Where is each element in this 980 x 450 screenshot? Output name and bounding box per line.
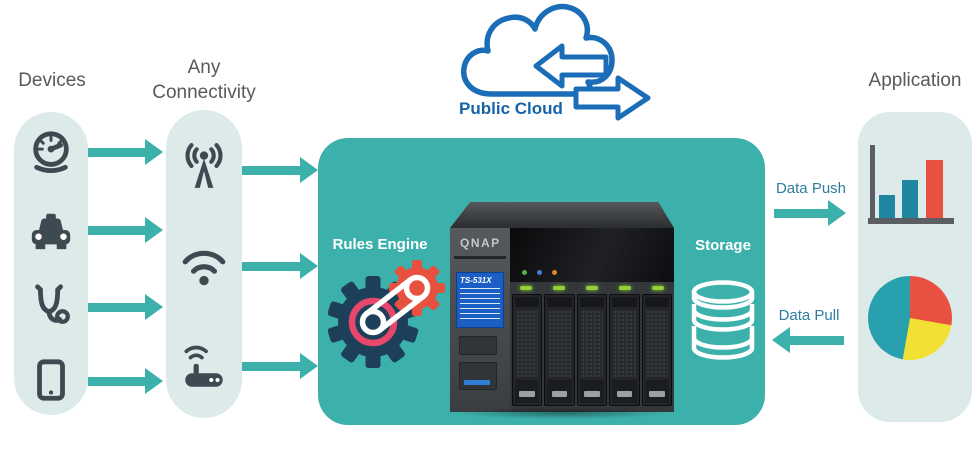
nas-device: QNAP TS-531X bbox=[450, 228, 674, 412]
arrow-connectivity-2 bbox=[242, 253, 318, 279]
arrow-devices-4 bbox=[88, 368, 163, 394]
application-heading: Application bbox=[868, 70, 962, 91]
stethoscope-icon bbox=[35, 284, 70, 324]
application-panel bbox=[858, 112, 972, 422]
public-cloud-label: Public Cloud bbox=[459, 99, 563, 118]
speedometer-icon bbox=[33, 131, 69, 174]
model-label: TS-531X bbox=[460, 276, 492, 285]
drive-bay bbox=[609, 294, 640, 406]
wifi-icon bbox=[182, 250, 226, 286]
drive-led-2 bbox=[553, 286, 565, 290]
drive-led-3 bbox=[586, 286, 598, 290]
smartphone-icon bbox=[37, 359, 65, 401]
bar-chart-icon bbox=[862, 140, 957, 230]
drive-bay bbox=[576, 294, 608, 406]
power-button bbox=[459, 336, 497, 355]
usb-port bbox=[464, 380, 490, 385]
public-cloud-icon bbox=[461, 4, 651, 121]
drive-bay bbox=[641, 294, 673, 406]
arrow-devices-3 bbox=[88, 294, 163, 320]
storage-label: Storage bbox=[695, 237, 751, 254]
arrow-devices-2 bbox=[88, 217, 163, 243]
nas-front-right-area bbox=[510, 228, 674, 412]
nas-front-left-column: QNAP TS-531X bbox=[450, 228, 510, 412]
arrow-devices-1 bbox=[88, 139, 163, 165]
nas-shadow bbox=[455, 407, 669, 419]
pie-chart-icon bbox=[868, 276, 952, 360]
drive-bay bbox=[544, 294, 575, 406]
drive-led-1 bbox=[520, 286, 532, 290]
cloud-arrow-right-icon bbox=[573, 75, 651, 121]
status-panel bbox=[510, 228, 674, 282]
connectivity-heading: Any Connectivity bbox=[152, 57, 256, 103]
status-led-green bbox=[522, 270, 527, 275]
data-pull-arrow bbox=[772, 327, 844, 353]
router-icon bbox=[184, 345, 223, 387]
cell-tower-icon bbox=[185, 143, 223, 188]
qnap-logo: QNAP bbox=[460, 236, 501, 250]
drive-bay bbox=[512, 294, 543, 406]
drive-led-4 bbox=[619, 286, 631, 290]
arrow-connectivity-3 bbox=[242, 353, 318, 379]
taxi-icon bbox=[31, 213, 71, 250]
drive-led-5 bbox=[652, 286, 664, 290]
usb-copy-button bbox=[459, 362, 497, 390]
arrow-connectivity-1 bbox=[242, 157, 318, 183]
devices-heading: Devices bbox=[18, 70, 86, 91]
data-push-arrow bbox=[774, 200, 846, 226]
status-led-orange bbox=[552, 270, 557, 275]
rules-engine-label: Rules Engine bbox=[332, 236, 428, 253]
rules-engine-gears-icon bbox=[328, 260, 445, 368]
cloud-arrow-left-icon bbox=[533, 43, 609, 89]
database-icon bbox=[691, 280, 755, 360]
nas-top-face bbox=[450, 202, 674, 228]
data-pull-label: Data Pull bbox=[778, 307, 840, 324]
status-led-blue bbox=[537, 270, 542, 275]
model-sticker: TS-531X bbox=[456, 272, 504, 328]
drive-bays bbox=[512, 294, 673, 406]
data-push-label: Data Push bbox=[775, 180, 847, 197]
